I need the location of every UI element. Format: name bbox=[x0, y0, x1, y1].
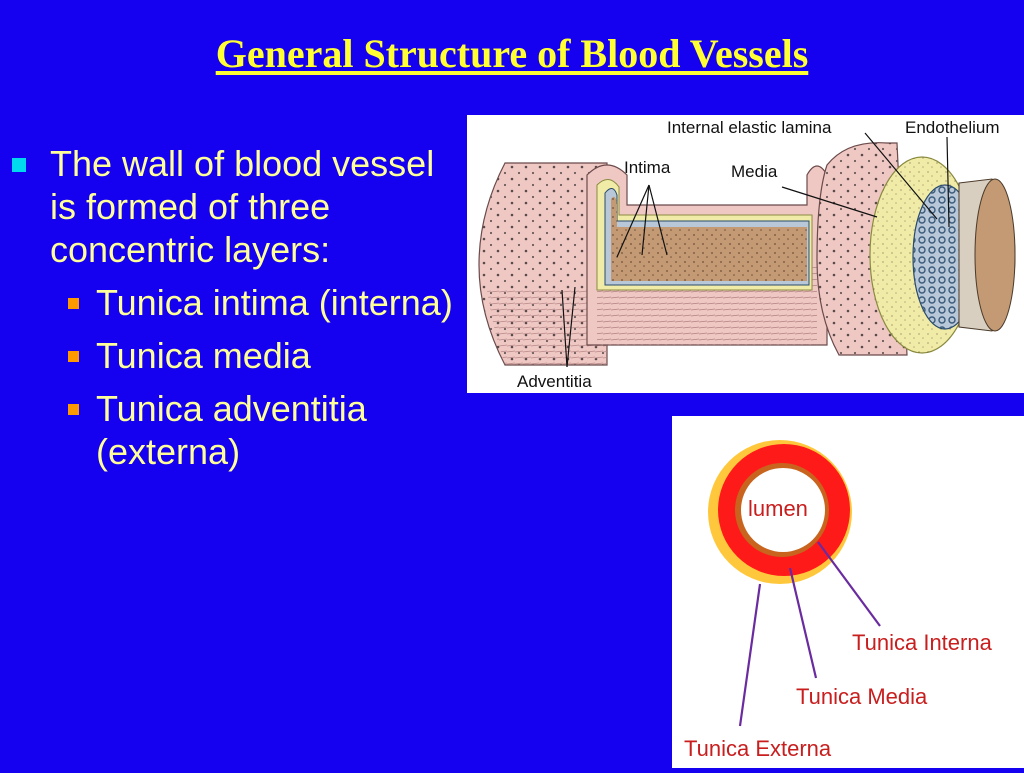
sub-bullet-text: Tunica media bbox=[96, 335, 311, 376]
vessel-cutaway-illustration: Internal elastic lamina Endothelium Inti… bbox=[478, 118, 1016, 391]
lumen-circle bbox=[741, 468, 825, 552]
label-tunica-media: Tunica Media bbox=[796, 684, 928, 709]
bullet-item-main: The wall of blood vessel is formed of th… bbox=[12, 142, 457, 271]
label-intima: Intima bbox=[624, 158, 671, 177]
cross-section-diagram: lumen Tunica Interna Tunica Media Tunica… bbox=[684, 440, 993, 761]
label-internal-elastic-lamina: Internal elastic lamina bbox=[667, 118, 832, 137]
bullet-list: The wall of blood vessel is formed of th… bbox=[12, 142, 457, 473]
square-bullet-icon bbox=[68, 404, 79, 415]
leader-lines bbox=[561, 132, 950, 368]
label-tunica-externa: Tunica Externa bbox=[684, 736, 832, 761]
sub-bullet-item: Tunica media bbox=[12, 334, 457, 377]
label-tunica-interna: Tunica Interna bbox=[852, 630, 993, 655]
bullet-text: The wall of blood vessel is formed of th… bbox=[50, 143, 435, 270]
label-lumen: lumen bbox=[748, 496, 808, 521]
vessel-cutaway-figure: Internal elastic lamina Endothelium Inti… bbox=[467, 115, 1024, 393]
pointer-lines bbox=[738, 541, 881, 727]
square-bullet-icon bbox=[68, 298, 79, 309]
slide-title: General Structure of Blood Vessels bbox=[215, 31, 809, 76]
label-endothelium: Endothelium bbox=[905, 118, 1000, 137]
vessel-cross-section-figure: lumen Tunica Interna Tunica Media Tunica… bbox=[672, 416, 1024, 768]
label-media: Media bbox=[731, 162, 778, 181]
sub-bullet-text: Tunica intima (interna) bbox=[96, 282, 453, 323]
sub-bullet-item: Tunica intima (interna) bbox=[12, 281, 457, 324]
square-bullet-icon bbox=[12, 158, 26, 172]
sub-bullet-item: Tunica adventitia (externa) bbox=[12, 387, 457, 473]
label-adventitia: Adventitia bbox=[517, 372, 592, 391]
square-bullet-icon bbox=[68, 351, 79, 362]
sub-bullet-text: Tunica adventitia (externa) bbox=[96, 388, 367, 472]
